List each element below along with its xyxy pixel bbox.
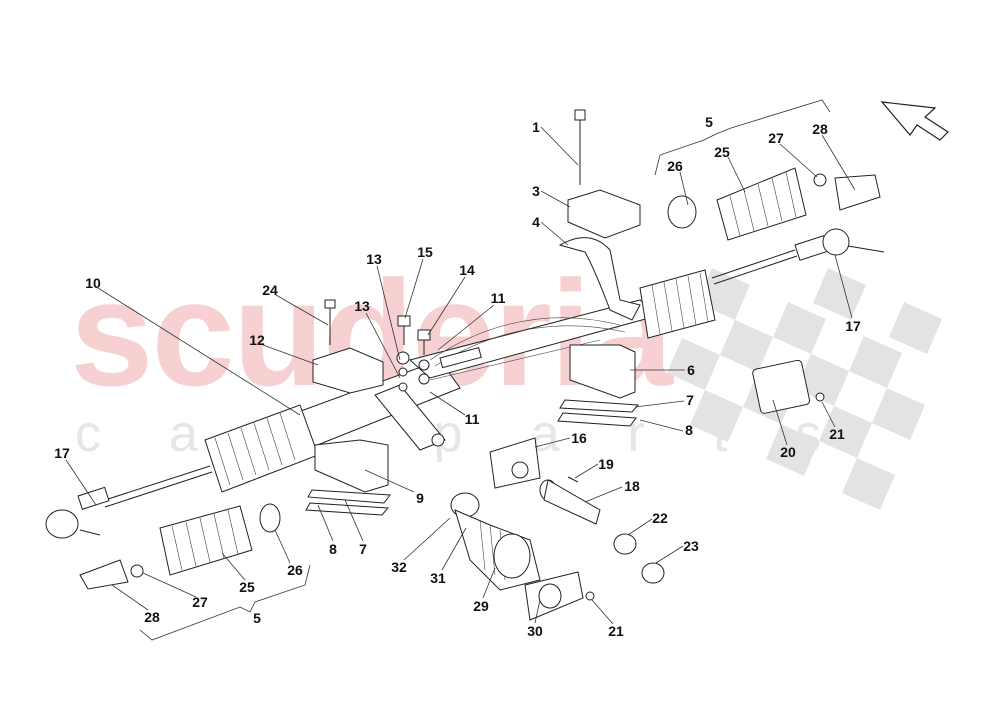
front-direction-arrow <box>880 101 949 141</box>
callout-25[interactable]: 25 <box>239 579 255 595</box>
callout-27[interactable]: 27 <box>192 594 208 610</box>
callout-24[interactable]: 24 <box>262 282 278 298</box>
left-tie-rod-end <box>45 486 110 539</box>
callout-7[interactable]: 7 <box>686 392 694 408</box>
bolt-1 <box>574 109 586 185</box>
bracket-5-left <box>139 564 311 641</box>
bracket-5-right <box>654 99 831 176</box>
checkered-flag-watermark <box>667 268 942 510</box>
callout-12[interactable]: 12 <box>249 332 265 348</box>
callout-15[interactable]: 15 <box>417 244 433 260</box>
callout-28[interactable]: 28 <box>144 609 160 625</box>
callout-18[interactable]: 18 <box>624 478 640 494</box>
callout-16[interactable]: 16 <box>571 430 587 446</box>
mount-bracket <box>558 189 641 321</box>
callout-11[interactable]: 11 <box>464 411 480 427</box>
callout-30[interactable]: 30 <box>527 623 543 639</box>
left-mount-block <box>305 439 391 516</box>
callout-21[interactable]: 21 <box>829 426 845 442</box>
right-bellows <box>639 269 716 339</box>
callout-23[interactable]: 23 <box>683 538 699 554</box>
callout-20[interactable]: 20 <box>780 444 796 460</box>
callout-7[interactable]: 7 <box>359 541 367 557</box>
callout-26[interactable]: 26 <box>287 562 303 578</box>
callout-28[interactable]: 28 <box>812 121 828 137</box>
right-tie-rod <box>711 249 796 279</box>
left-bellows <box>204 404 319 493</box>
callout-25[interactable]: 25 <box>714 144 730 160</box>
callout-1[interactable]: 1 <box>532 119 540 135</box>
callout-19[interactable]: 19 <box>598 456 614 472</box>
left-clamp <box>312 299 384 394</box>
pinion-shaft <box>539 476 601 525</box>
callout-10[interactable]: 10 <box>85 275 101 291</box>
callout-5[interactable]: 5 <box>253 610 261 626</box>
bushing-23 <box>641 562 665 584</box>
steering-boot <box>450 492 541 591</box>
flange-16 <box>489 437 541 489</box>
callout-13[interactable]: 13 <box>366 251 382 267</box>
callout-8[interactable]: 8 <box>329 541 337 557</box>
bolts-washers <box>396 315 431 392</box>
nut-21b <box>585 591 595 601</box>
callout-13[interactable]: 13 <box>354 298 370 314</box>
callout-29[interactable]: 29 <box>473 598 489 614</box>
callout-8[interactable]: 8 <box>685 422 693 438</box>
callout-17[interactable]: 17 <box>54 445 70 461</box>
right-mount-block <box>557 344 640 427</box>
callout-11[interactable]: 11 <box>490 290 506 306</box>
callout-31[interactable]: 31 <box>430 570 446 586</box>
callout-5[interactable]: 5 <box>705 114 713 130</box>
boot-kit-left <box>79 503 281 590</box>
callout-4[interactable]: 4 <box>532 214 540 230</box>
callout-27[interactable]: 27 <box>768 130 784 146</box>
left-tie-rod <box>104 465 211 501</box>
right-tie-rod-end <box>794 228 885 261</box>
callout-17[interactable]: 17 <box>845 318 861 334</box>
callout-9[interactable]: 9 <box>416 490 424 506</box>
callout-26[interactable]: 26 <box>667 158 683 174</box>
nut-21 <box>815 392 825 402</box>
callout-14[interactable]: 14 <box>459 262 475 278</box>
callout-21[interactable]: 21 <box>608 623 624 639</box>
gasket-30 <box>524 571 584 621</box>
leader-lines <box>65 126 856 625</box>
cover-plate <box>752 359 811 414</box>
bushing-22 <box>613 533 637 555</box>
callout-32[interactable]: 32 <box>391 559 407 575</box>
hydraulic-lines <box>429 317 626 381</box>
callout-3[interactable]: 3 <box>532 183 540 199</box>
boot-kit-right <box>667 167 881 241</box>
callout-22[interactable]: 22 <box>652 510 668 526</box>
callout-6[interactable]: 6 <box>687 362 695 378</box>
